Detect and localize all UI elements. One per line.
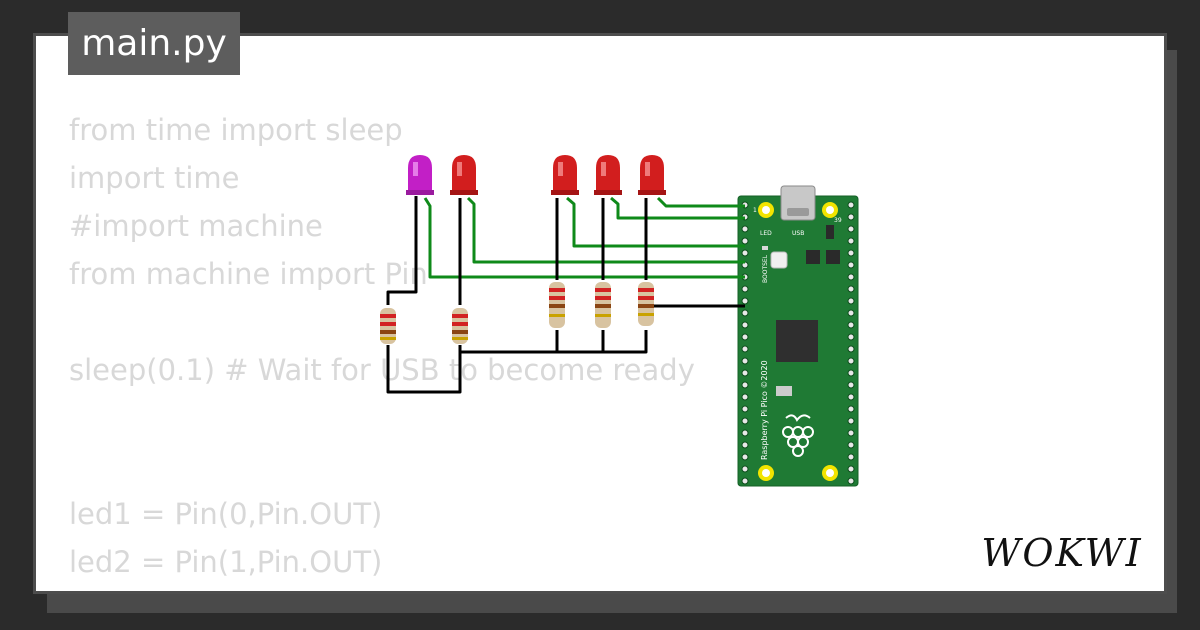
resistors <box>380 282 654 344</box>
rp2040-chip <box>776 320 818 362</box>
chip <box>826 250 840 264</box>
chip <box>806 250 820 264</box>
code-line: import time <box>69 161 240 195</box>
led-label: LED <box>760 230 772 237</box>
resistor[interactable] <box>380 308 396 344</box>
board-name-label: Raspberry Pi Pico ©2020 <box>760 360 769 460</box>
usb-label: USB <box>792 230 804 237</box>
raspberry-logo-icon <box>782 414 814 457</box>
bootsel-button[interactable] <box>770 251 788 269</box>
led-red[interactable] <box>594 155 622 195</box>
leds <box>406 155 666 195</box>
code-line: led1 = Pin(0,Pin.OUT) <box>69 497 383 531</box>
usb-connector-icon <box>780 185 816 221</box>
mounting-holes <box>758 202 838 481</box>
chip <box>826 225 834 239</box>
resistor[interactable] <box>595 282 611 328</box>
code-line: from time import sleep <box>69 113 403 147</box>
wokwi-logo: WOKWI <box>981 531 1142 575</box>
right-pin-header <box>847 201 855 485</box>
wires <box>386 196 745 394</box>
led-red[interactable] <box>638 155 666 195</box>
code-view: from time import sleep import time #impo… <box>69 106 695 591</box>
component <box>776 386 792 396</box>
left-pin-header <box>741 201 749 485</box>
pico-board[interactable]: 1 39 LED USB BOOTSEL Raspberry Pi Pico ©… <box>737 185 859 487</box>
file-tab[interactable]: main.py <box>68 12 240 75</box>
led-red[interactable] <box>450 155 478 195</box>
led-indicator <box>762 246 768 250</box>
code-line: led2 = Pin(1,Pin.OUT) <box>69 545 383 579</box>
resistor[interactable] <box>549 282 565 328</box>
code-line: from machine import Pin <box>69 257 428 291</box>
pin-1-label: 1 <box>753 207 757 214</box>
code-line: sleep(0.1) # Wait for USB to become read… <box>69 353 695 387</box>
resistor[interactable] <box>452 308 468 344</box>
code-line: #import machine <box>69 209 323 243</box>
pin-39-label: 39 <box>834 217 842 224</box>
bootsel-label: BOOTSEL <box>762 254 769 283</box>
wokwi-logo-text: WOKWI <box>981 531 1142 575</box>
led-magenta[interactable] <box>406 155 434 195</box>
led-red[interactable] <box>551 155 579 195</box>
resistor[interactable] <box>638 282 654 326</box>
